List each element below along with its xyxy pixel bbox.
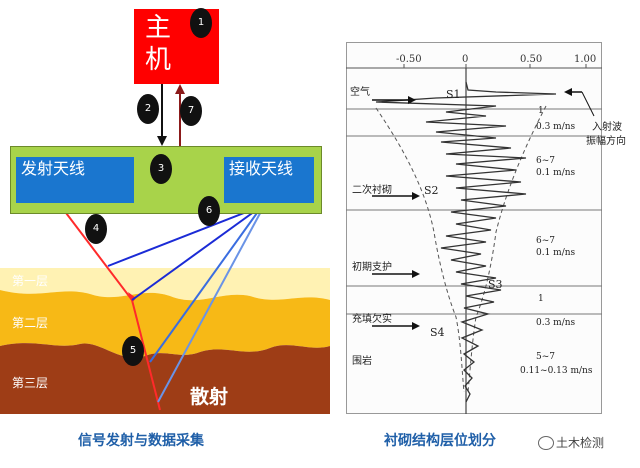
ground-layers [0, 268, 330, 414]
host-antenna-arrows [157, 84, 185, 146]
speed-3-speed: 0.1 m/ns [536, 248, 576, 258]
watermark-text: 土木检测 [556, 436, 605, 450]
step-badge-5: 5 [122, 336, 144, 366]
refracted-ray [131, 299, 161, 411]
step-badge-1: 1 [190, 8, 212, 38]
speed-1-thickness: 1 [538, 106, 544, 116]
step-badge-6: 6 [198, 196, 220, 226]
layer-two [0, 290, 330, 358]
reflected-ray-1 [107, 205, 263, 267]
axis-tick-neg-050: -0.50 [396, 54, 422, 65]
scatter-label: 散射 [190, 386, 229, 408]
incident-ray [59, 204, 133, 301]
transmit-antenna-label: 发射天线 [21, 159, 86, 178]
amplitude-direction-label: 振幅方向 [586, 136, 626, 147]
speed-1-speed: 0.3 m/ns [536, 122, 576, 132]
radar-waveform [375, 81, 557, 403]
speed-3-thickness: 6~7 [536, 236, 555, 246]
receive-antenna: 接收天线 [224, 157, 314, 203]
speed-4-speed: 0.3 m/ns [536, 318, 576, 328]
right-caption: 衬砌结构层位划分 [384, 433, 496, 449]
step-badge-4: 4 [85, 214, 107, 244]
interface-s2: S2 [424, 184, 439, 197]
speed-2-speed: 0.1 m/ns [536, 168, 576, 178]
step-badge-2: 2 [137, 94, 159, 124]
speed-4-thickness: 1 [538, 294, 544, 304]
axis-tick-0: 0 [462, 54, 469, 65]
step-badge-7: 7 [180, 96, 202, 126]
left-caption: 信号发射与数据采集 [78, 433, 204, 449]
axis-tick-050: 0.50 [520, 54, 543, 65]
reflected-ray-2 [131, 205, 263, 301]
axis-tick-100: 1.00 [574, 54, 597, 65]
layer-name-poor-filling: 充填欠实 [352, 314, 392, 325]
step-badge-3: 3 [150, 154, 172, 184]
interface-arrows [372, 88, 595, 330]
layer-name-surrounding-rock: 围岩 [352, 356, 372, 367]
host-label: 主机 [144, 13, 175, 75]
speed-2-thickness: 6~7 [536, 156, 555, 166]
layer-name-secondary-lining: 二次衬砌 [352, 185, 392, 196]
layer-name-air: 空气 [350, 87, 370, 98]
transmit-antenna: 发射天线 [16, 157, 134, 203]
layer-name-primary-support: 初期支护 [352, 262, 392, 273]
layer-three [0, 343, 330, 414]
speed-5-speed: 0.11~0.13 m/ns [520, 366, 593, 376]
reflected-ray-4 [157, 205, 265, 403]
signal-rays [59, 204, 266, 411]
receive-antenna-label: 接收天线 [229, 159, 294, 178]
interface-s3: S3 [488, 278, 503, 291]
speed-5-thickness: 5~7 [536, 352, 555, 362]
layer-two-label: 第二层 [12, 316, 49, 330]
radar-profile-graphics [346, 64, 602, 414]
interface-s1: S1 [446, 88, 461, 101]
interface-s4: S4 [430, 326, 445, 339]
layer-three-label: 第三层 [12, 376, 49, 390]
layer-one-label: 第一层 [12, 274, 49, 288]
incident-wave-label: 入射波 [592, 122, 622, 133]
envelope-left [375, 107, 465, 393]
wechat-icon [538, 436, 554, 450]
radar-profile-frame [346, 42, 602, 414]
layer-one [0, 268, 330, 301]
reflected-ray-3 [149, 205, 263, 363]
